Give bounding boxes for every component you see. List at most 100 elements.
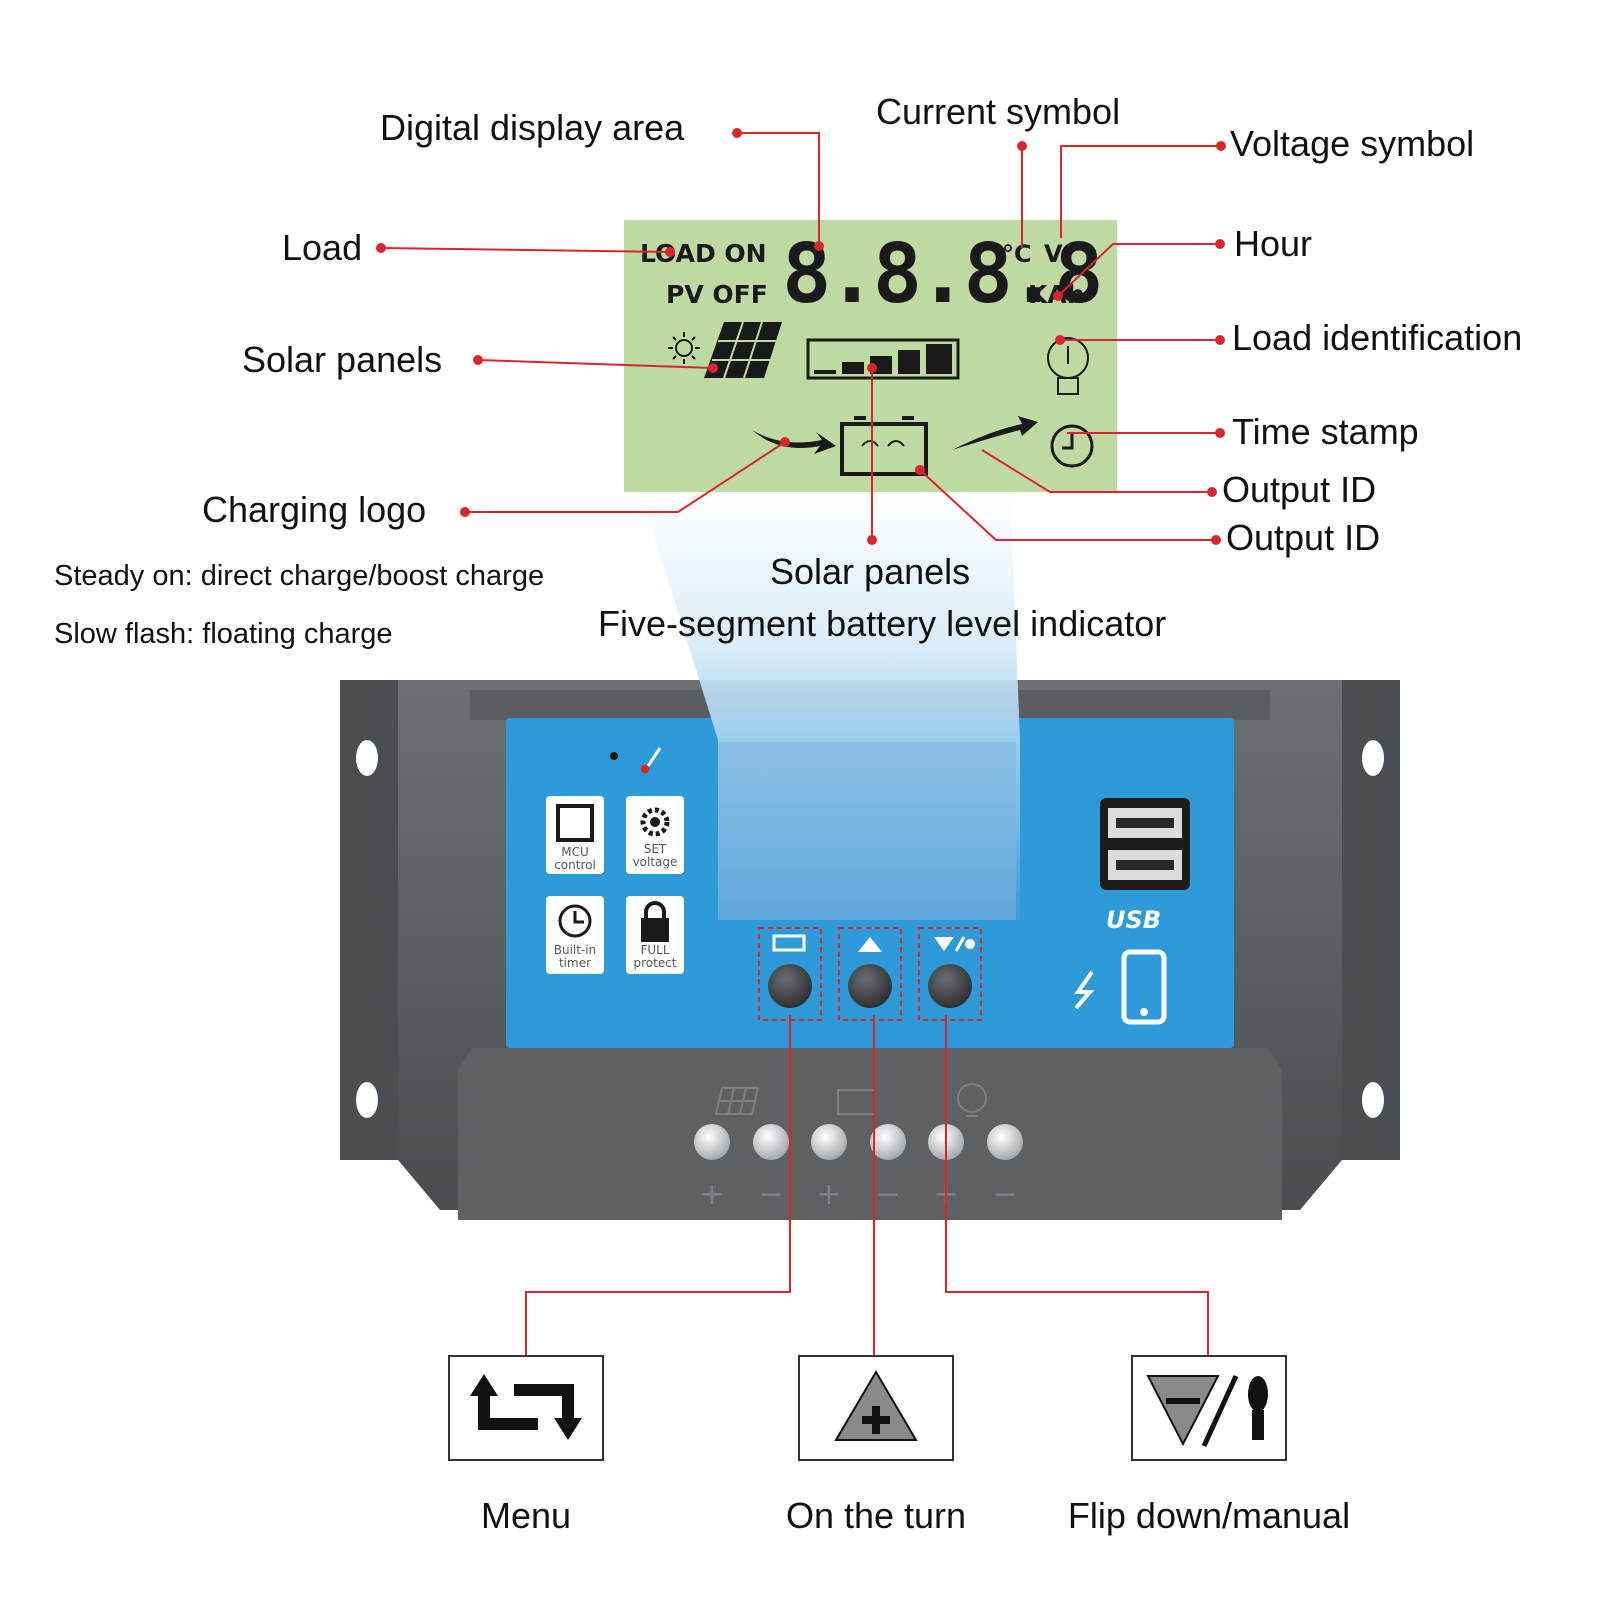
callout-line-output-1	[981, 449, 1212, 493]
down-button-group	[918, 927, 982, 1021]
label-digital-display-area: Digital display area	[380, 107, 685, 148]
label-output-id-1: Output ID	[1222, 469, 1377, 510]
callout-line-voltage	[1060, 145, 1221, 238]
menu-small-icon	[772, 934, 806, 952]
mcu-caption-line2: control	[554, 858, 596, 872]
smartphone-icon	[1121, 949, 1167, 1025]
label-output-id-2: Output ID	[1226, 517, 1381, 558]
built-in-timer-tile	[546, 896, 604, 974]
label-load-identification: Load identification	[1232, 317, 1523, 358]
terminal-screws	[694, 1124, 1023, 1160]
label-menu: Menu	[480, 1495, 572, 1536]
up-plus-triangle-icon	[834, 1370, 918, 1441]
down-minus-triangle-bulb-icon	[1146, 1374, 1268, 1448]
menu-knob[interactable]	[768, 964, 812, 1008]
down-knob[interactable]	[928, 964, 972, 1008]
device-lcd-window	[718, 742, 1016, 920]
label-time-stamp: Time stamp	[1232, 411, 1419, 452]
terminal-block	[458, 1048, 1282, 1220]
lcd-solar-panel-icon	[704, 321, 782, 379]
turn-icon-box	[798, 1355, 954, 1461]
label-voltage-symbol: Voltage symbol	[1230, 123, 1475, 164]
label-on-the-turn: On the turn	[785, 1495, 967, 1536]
lcd-battery-icon	[840, 416, 928, 476]
label-flip-down-manual: Flip down/manual	[1067, 1495, 1351, 1536]
lcd-clock-icon	[1050, 424, 1094, 468]
label-current-symbol: Current symbol	[876, 91, 1121, 132]
callout-line-hour	[1057, 243, 1220, 297]
callout-line-digital-display	[737, 132, 820, 246]
timer-caption-line2: timer	[559, 956, 591, 970]
terminal-screw	[753, 1124, 789, 1160]
lcd-pv-off: PV OFF	[666, 280, 768, 309]
sensor-dot	[610, 752, 618, 760]
callout-line-charging	[465, 441, 786, 513]
terminal-screw	[870, 1124, 906, 1160]
callout-line-menu	[525, 1015, 791, 1356]
terminal-polarity: −	[758, 1177, 783, 1212]
lcd-volt: V	[1044, 240, 1063, 268]
full-caption-line2: protect	[633, 956, 676, 970]
lightning-icon	[1074, 970, 1095, 1010]
lcd-load-on: LOAD ON	[640, 239, 767, 268]
clock-icon	[558, 904, 592, 938]
lcd-charging-arrow-icon	[752, 430, 836, 454]
callout-line-load	[380, 247, 671, 253]
terminal-screw	[811, 1124, 847, 1160]
label-solar-panels-bottom: Solar panels	[770, 551, 971, 592]
label-battery-level-indicator: Five-segment battery level indicator	[598, 603, 1167, 644]
lcd-digits: 8.8.8.8	[782, 227, 1100, 322]
usb-label: USB	[1106, 906, 1161, 934]
up-button-group	[838, 927, 902, 1021]
usb-port	[1100, 798, 1190, 890]
callout-line-solar-left	[477, 359, 714, 369]
mounting-hole	[1362, 740, 1384, 776]
full-caption-line1: FULL	[640, 943, 669, 957]
temperature-icon	[640, 747, 662, 774]
terminal-screw	[987, 1124, 1023, 1160]
lcd-battery-level-bar	[806, 338, 960, 380]
down-small-icon	[934, 937, 954, 951]
set-caption-line2: voltage	[633, 855, 678, 869]
padlock-icon	[644, 901, 666, 920]
lcd-bulb-icon	[1047, 337, 1089, 395]
mounting-hole	[356, 1082, 378, 1118]
terminal-polarity: +	[699, 1177, 724, 1212]
label-hour: Hour	[1234, 223, 1313, 264]
terminal-screw	[694, 1124, 730, 1160]
timer-caption-line1: Built-in	[554, 943, 596, 957]
lcd-display: LOAD ON PV OFF 8.8.8.8 °C V KAh	[624, 220, 1117, 492]
label-load: Load	[282, 227, 363, 268]
mcu-control-tile	[546, 796, 604, 874]
mcu-caption-line1: MCU	[561, 845, 589, 859]
callout-dots	[376, 128, 1226, 545]
terminal-polarity-labels: + − + − + −	[699, 1177, 1017, 1212]
set-voltage-tile	[626, 796, 684, 874]
terminal-polarity: +	[816, 1177, 841, 1212]
sun-icon	[668, 332, 700, 364]
lcd-celsius: °C	[1002, 240, 1032, 268]
terminal-polarity: −	[992, 1177, 1017, 1212]
up-small-icon	[858, 937, 882, 952]
callout-lines	[380, 132, 1221, 1356]
flip-icon-box	[1131, 1355, 1287, 1461]
terminal-polarity: −	[875, 1177, 900, 1212]
callout-line-output-2	[919, 469, 1216, 541]
label-solar-panels-left: Solar panels	[242, 339, 443, 380]
menu-cycle-arrows-icon	[470, 1374, 582, 1440]
terminal-solar-icon	[714, 1087, 760, 1115]
lcd-output-arrow-icon	[952, 416, 1038, 450]
note-slow-flash: Slow flash: floating charge	[54, 618, 393, 650]
chip-icon	[556, 804, 594, 842]
set-caption-line1: SET	[644, 842, 667, 856]
menu-icon-box	[448, 1355, 604, 1461]
up-knob[interactable]	[848, 964, 892, 1008]
mounting-hole	[1362, 1082, 1384, 1118]
gear-icon	[640, 807, 670, 837]
callout-line-flip	[945, 1015, 1209, 1356]
note-steady-on: Steady on: direct charge/boost charge	[54, 560, 545, 592]
mounting-hole	[356, 740, 378, 776]
label-charging-logo: Charging logo	[202, 489, 427, 530]
